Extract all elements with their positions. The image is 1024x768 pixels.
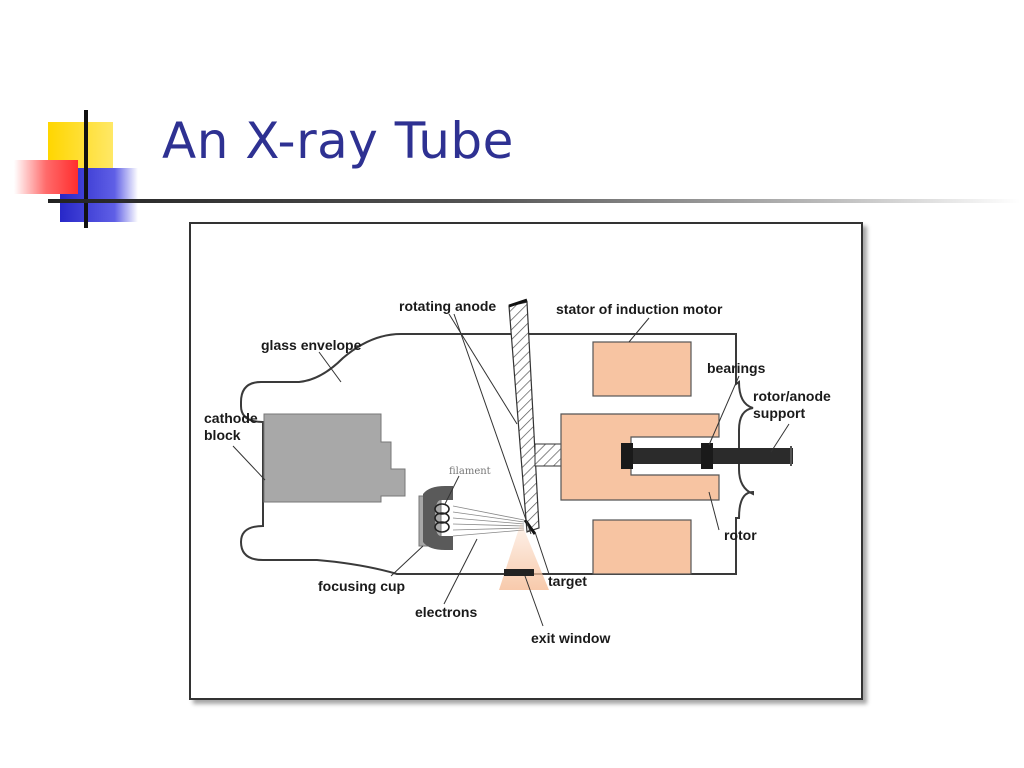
label-rotating-anode: rotating anode [399, 298, 496, 314]
glass-envelope-outline [239, 333, 754, 575]
label-focusing-cup: focusing cup [318, 578, 405, 594]
filament-coil [434, 503, 450, 533]
label-electrons: electrons [415, 604, 477, 620]
cathode-block [263, 413, 406, 503]
label-cathode-2: block [204, 427, 241, 443]
xray-beam [499, 522, 549, 590]
corner-decoration [14, 110, 138, 228]
focusing-cup [423, 486, 453, 550]
anode-stem [534, 443, 562, 467]
label-rotor-anode-support-2: support [753, 405, 805, 421]
exit-window [504, 569, 534, 576]
bearing-left [621, 443, 633, 469]
xray-tube-diagram: rotating anode stator of induction motor… [204, 298, 831, 646]
anode-target-top-edge [508, 298, 528, 308]
xray-tube-figure: rotating anode stator of induction motor… [189, 222, 863, 700]
leader-lines [232, 313, 790, 627]
stator-lower [592, 519, 692, 575]
slide-title: An X-ray Tube [162, 112, 514, 170]
label-glass-envelope: glass envelope [261, 337, 362, 353]
stator-upper [592, 341, 692, 397]
label-bearings: bearings [707, 360, 766, 376]
label-rotor-anode-support-1: rotor/anode [753, 388, 831, 404]
electron-beam [452, 505, 525, 537]
vertical-bar [84, 110, 88, 228]
red-square [14, 160, 78, 194]
rotating-anode-disc [508, 301, 540, 533]
title-underline [48, 199, 1020, 203]
label-filament: filament [449, 466, 491, 477]
label-stator: stator of induction motor [556, 301, 723, 317]
bearing-right [701, 443, 713, 469]
label-exit-window: exit window [531, 630, 610, 646]
label-rotor: rotor [724, 527, 757, 543]
label-target: target [548, 573, 587, 589]
label-cathode-1: cathode [204, 410, 258, 426]
